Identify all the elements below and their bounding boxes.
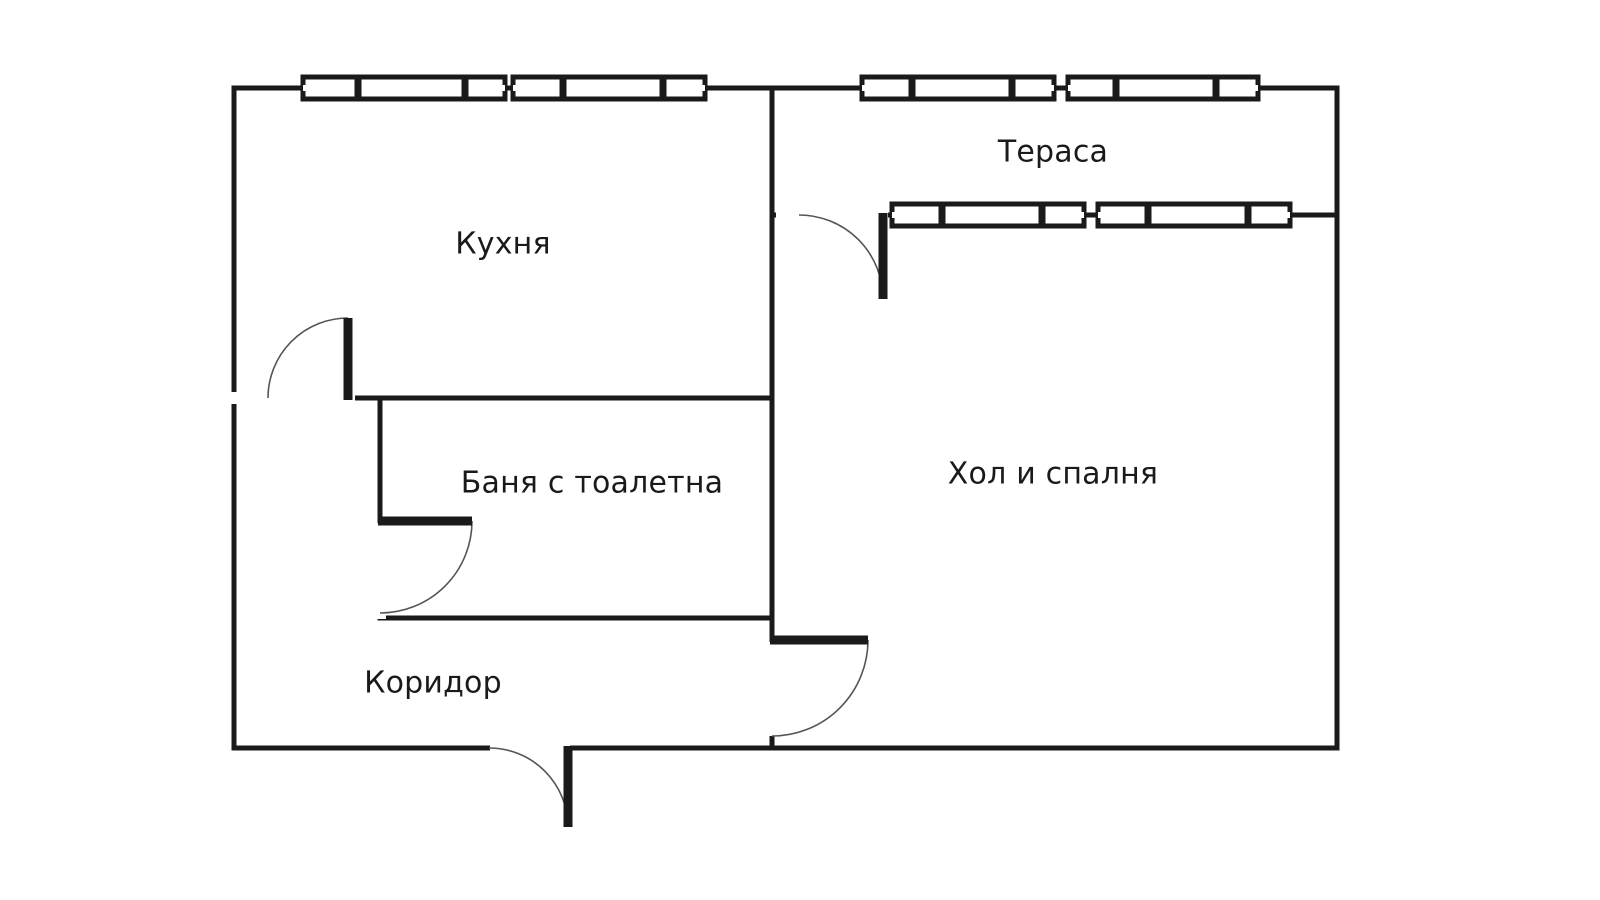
- room-label-corridor: Коридор: [364, 666, 502, 701]
- room-label-bathroom-wc: Баня с тоалетна: [461, 466, 724, 501]
- window-kitchen-2: [510, 74, 708, 102]
- windows-group: [300, 74, 1293, 229]
- window-kitchen-1: [300, 74, 508, 102]
- door-entrance: [488, 742, 573, 828]
- door-hall: [766, 635, 869, 737]
- room-label-hall-bedroom: Хол и спалня: [948, 457, 1158, 492]
- window-terrace-north-2: [1065, 74, 1261, 102]
- window-terrace-south-1: [889, 201, 1087, 229]
- door-kitchen: [230, 317, 355, 404]
- window-terrace-north-1: [859, 74, 1057, 102]
- interior-walls-group: [231, 85, 1340, 751]
- doors-group: [230, 209, 888, 828]
- room-labels-group: Кухня Тераса Баня с тоалетна Хол и спалн…: [364, 135, 1158, 701]
- door-terrace: [776, 209, 888, 300]
- exterior-walls-group: [231, 85, 1340, 751]
- door-bathroom: [374, 516, 473, 619]
- window-terrace-south-2: [1095, 201, 1293, 229]
- room-label-terrace: Тераса: [997, 135, 1108, 170]
- room-label-kitchen: Кухня: [455, 227, 550, 262]
